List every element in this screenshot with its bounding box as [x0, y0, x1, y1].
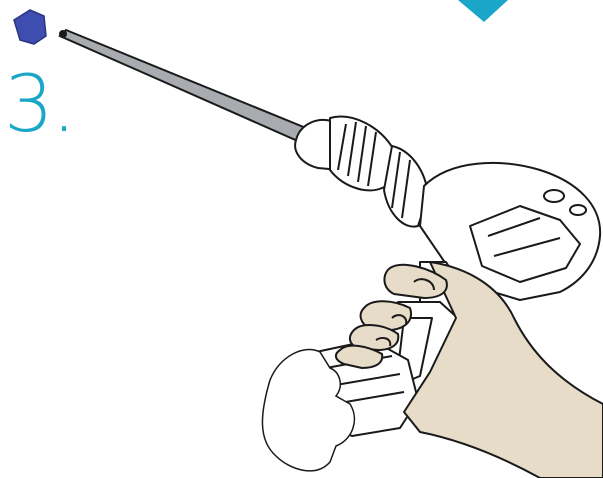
- bit-tip: [14, 10, 46, 44]
- step-number: 3.: [4, 66, 74, 144]
- bit-shaft-end: [59, 30, 67, 38]
- teal-triangle-icon: [458, 0, 508, 22]
- bit-shaft: [60, 30, 306, 142]
